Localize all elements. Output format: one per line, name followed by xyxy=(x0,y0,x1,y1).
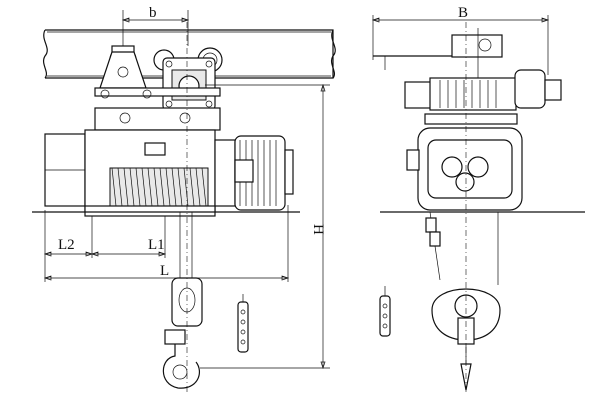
side-gearbox xyxy=(406,113,523,211)
dimension-b: b xyxy=(121,5,190,46)
dimension-H: H xyxy=(200,83,330,370)
hoist-drum xyxy=(44,129,216,217)
dim-B-label: B xyxy=(458,5,468,21)
front-view: b xyxy=(32,5,336,395)
dim-H-label: H xyxy=(310,224,326,235)
dim-L1-label: L1 xyxy=(148,237,165,253)
side-ropes xyxy=(425,211,499,285)
dim-L-label: L xyxy=(160,263,169,279)
travel-motor xyxy=(404,69,562,111)
pendant-control-side xyxy=(379,286,391,337)
rope-coils xyxy=(111,167,207,207)
dim-L2-label: L2 xyxy=(58,237,75,253)
pendant-control-front xyxy=(237,294,249,353)
dim-b-label: b xyxy=(149,5,157,21)
motor xyxy=(214,135,294,211)
hook-block-front xyxy=(162,277,203,389)
dimension-horizontal: L2 L1 L xyxy=(43,205,290,282)
trolley-frame xyxy=(94,51,221,131)
side-view: B xyxy=(371,5,585,395)
dimension-B: B xyxy=(371,5,550,75)
